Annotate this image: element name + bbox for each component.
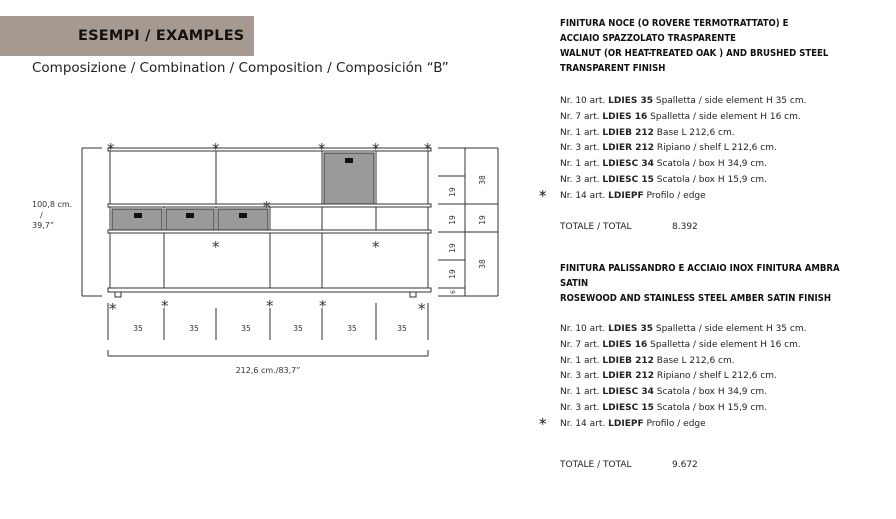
module-width-label: 35: [189, 324, 199, 333]
list-item: Nr. 1 art. LDIEB 212 Base L 212,6 cm.: [560, 127, 735, 138]
side-dim-label: 19: [448, 269, 457, 279]
list-item: *Nr. 14 art. LDIEPF Profilo / edge: [539, 186, 706, 205]
total-label: TOTALE / TOTAL: [560, 222, 632, 232]
section-heading-line: WALNUT (OR HEAT-TREATED OAK ) AND BRUSHE…: [560, 48, 829, 59]
total-value: 9.672: [672, 460, 698, 470]
edge-markers: * * * * * * * * * * * * *: [107, 140, 432, 318]
edge-star: *: [319, 297, 327, 315]
side-dim-label: 19: [478, 215, 487, 225]
module-width-label: 35: [293, 324, 303, 333]
edge-star: *: [161, 297, 169, 315]
header-band: ESEMPI / EXAMPLES: [0, 16, 254, 56]
list-item: Nr. 3 art. LDIESC 15 Scatola / box H 15,…: [560, 174, 767, 185]
total-rosewood: TOTALE / TOTAL 9.672: [560, 460, 890, 470]
list-item: Nr. 3 art. LDIER 212 Ripiano / shelf L 2…: [560, 371, 777, 382]
total-walnut: TOTALE / TOTAL 8.392: [560, 222, 890, 232]
section-heading-line: FINITURA NOCE (O ROVERE TERMOTRATTATO) E: [560, 18, 789, 29]
edge-star: *: [372, 140, 380, 158]
side-dim-label: 19: [448, 187, 457, 197]
side-dim-label: 38: [478, 259, 487, 269]
list-item: Nr. 3 art. LDIESC 15 Scatola / box H 15,…: [560, 402, 767, 413]
list-item: Nr. 7 art. LDIES 16 Spalletta / side ele…: [560, 111, 801, 122]
side-dim-label: 6: [450, 290, 457, 294]
base: [107, 287, 432, 293]
list-item: *Nr. 14 art. LDIEPF Profilo / edge: [539, 414, 706, 433]
composition-subtitle: Composizione / Combination / Composition…: [32, 60, 449, 76]
item-list-rosewood: Nr. 10 art. LDIES 35 Spalletta / side el…: [539, 322, 890, 433]
list-item: Nr. 7 art. LDIES 16 Spalletta / side ele…: [560, 339, 801, 350]
section-heading-line: SATIN: [560, 278, 589, 289]
list-item: Nr. 3 art. LDIER 212 Ripiano / shelf L 2…: [560, 143, 777, 154]
height-separator: /: [40, 211, 43, 220]
section-heading-line: ROSEWOOD AND STAINLESS STEEL AMBER SATIN…: [560, 293, 831, 304]
section-heading-line: TRANSPARENT FINISH: [560, 63, 666, 74]
page-title: ESEMPI / EXAMPLES: [78, 28, 245, 44]
top-shelf: [107, 147, 432, 152]
item-list-walnut: Nr. 10 art. LDIES 35 Spalletta / side el…: [539, 94, 890, 205]
list-item: Nr. 10 art. LDIES 35 Spalletta / side el…: [560, 96, 807, 106]
edge-star: *: [263, 198, 271, 216]
box-handle: [134, 213, 142, 218]
list-item: Nr. 1 art. LDIESC 34 Scatola / box H 34,…: [560, 387, 767, 398]
edge-star: *: [424, 140, 432, 158]
finish-section-rosewood: FINITURA PALISSANDRO E ACCIAIO INOX FINI…: [560, 261, 890, 306]
box-handle: [186, 213, 194, 218]
total-label: TOTALE / TOTAL: [560, 460, 632, 470]
list-item: Nr. 1 art. LDIEB 212 Base L 212,6 cm.: [560, 355, 735, 366]
height-label: 100,8 cm.: [32, 200, 72, 209]
edge-star: *: [539, 414, 547, 433]
box-handle: [345, 158, 353, 163]
edge-star: *: [266, 297, 274, 315]
side-dim-label: 38: [478, 175, 487, 185]
finish-section-walnut: FINITURA NOCE (O ROVERE TERMOTRATTATO) E…: [560, 16, 890, 76]
side-dim-label: 19: [448, 215, 457, 225]
module-width-label: 35: [241, 324, 251, 333]
edge-star: *: [372, 238, 380, 256]
box-small: [217, 208, 269, 231]
section-heading-line: FINITURA PALISSANDRO E ACCIAIO INOX FINI…: [560, 263, 840, 274]
module-width-label: 35: [397, 324, 407, 333]
boxes: [111, 152, 375, 231]
height-inch-label: 39,7”: [32, 221, 54, 230]
edge-star: *: [539, 186, 547, 205]
list-item: Nr. 10 art. LDIES 35 Spalletta / side el…: [560, 324, 807, 334]
side-dim-label: 19: [448, 243, 457, 253]
box-small: [165, 208, 215, 231]
module-width-label: 35: [347, 324, 357, 333]
section-heading-line: ACCIAIO SPAZZOLATO TRASPARENTE: [560, 33, 737, 44]
box-small: [111, 208, 163, 231]
edge-star: *: [107, 140, 115, 158]
list-item: Nr. 1 art. LDIESC 34 Scatola / box H 34,…: [560, 159, 767, 170]
edge-star: *: [212, 238, 220, 256]
total-value: 8.392: [672, 222, 698, 232]
box-handle: [239, 213, 247, 218]
edge-star: *: [418, 300, 426, 318]
module-width-label: 35: [133, 324, 143, 333]
edge-star: *: [212, 140, 220, 158]
edge-star: *: [318, 140, 326, 158]
edge-star: *: [109, 300, 117, 318]
width-label: 212,6 cm./83,7”: [236, 366, 301, 375]
